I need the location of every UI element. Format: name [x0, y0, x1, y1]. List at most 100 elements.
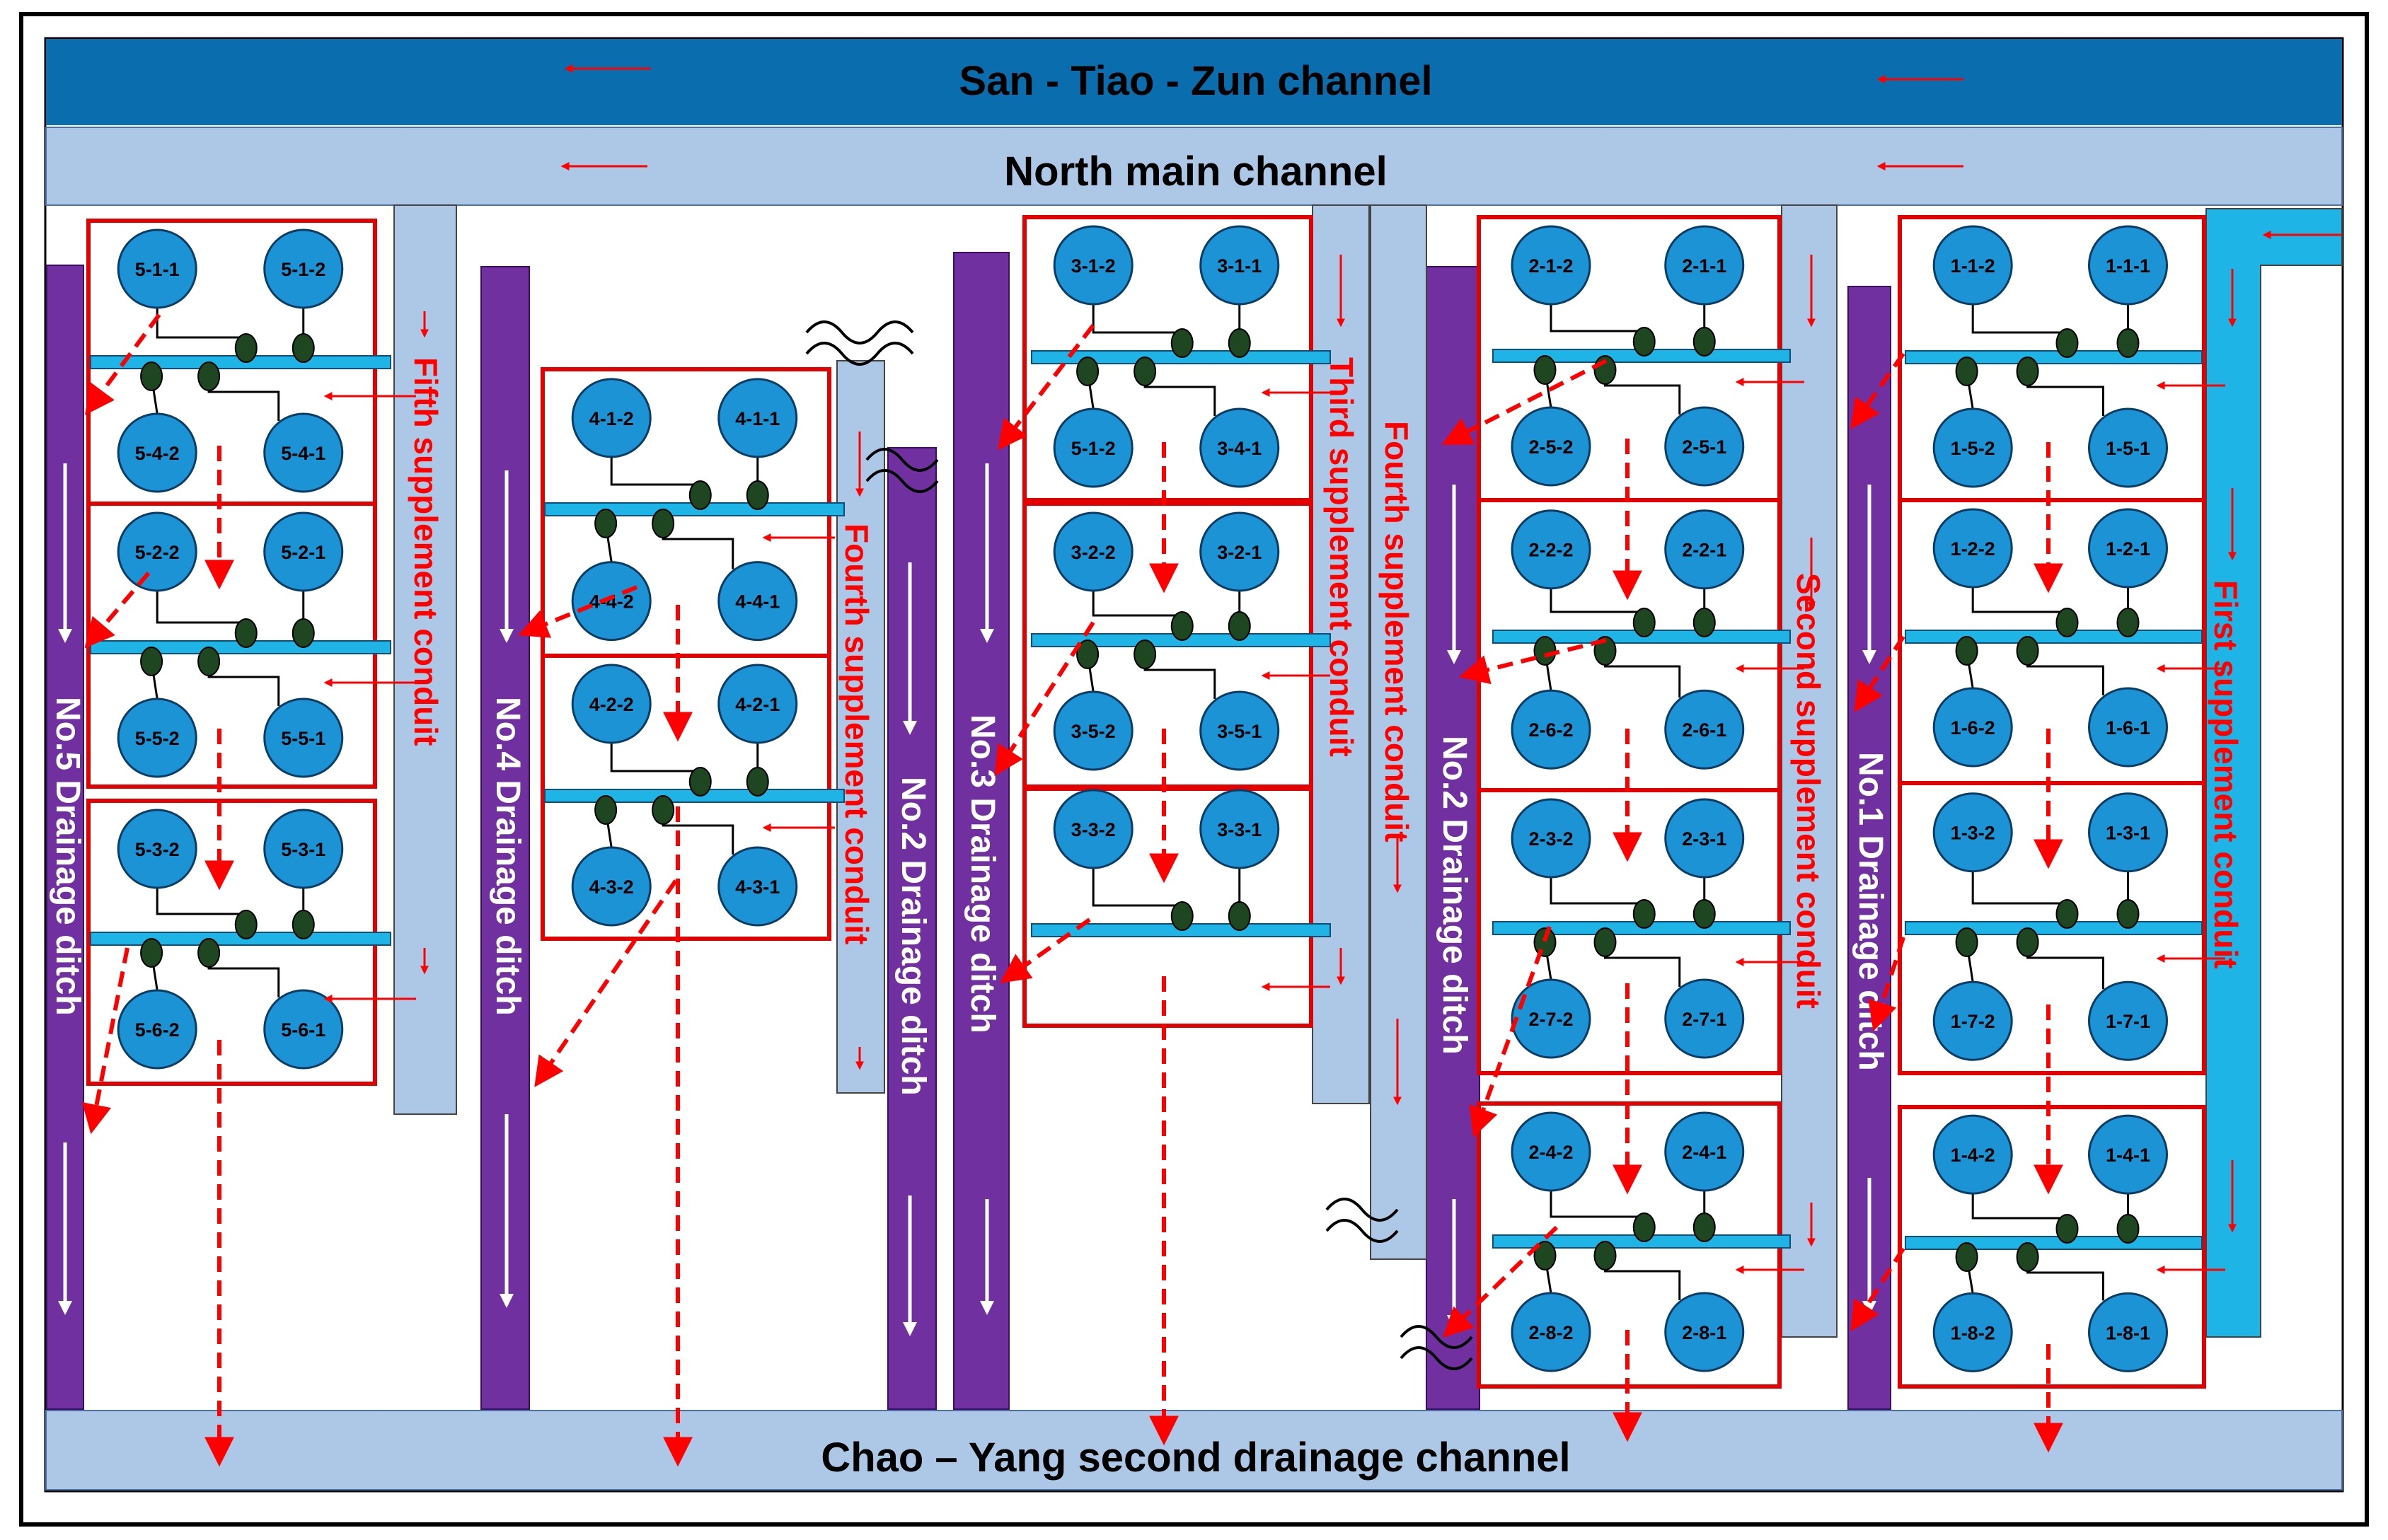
drainage-flow-arrow — [84, 572, 151, 649]
valve — [197, 938, 221, 968]
field-node-label: 3-2-2 — [1071, 542, 1116, 563]
valve — [1076, 639, 1100, 669]
field-node-label: 2-5-1 — [1682, 436, 1726, 458]
field-node-label: 1-4-1 — [2106, 1145, 2150, 1166]
valve — [1632, 327, 1656, 357]
conduit-2-label: Second supplement conduit — [1790, 573, 1827, 1009]
connector-line — [1971, 871, 2068, 914]
field-node-label: 5-1-2 — [281, 259, 325, 280]
connector-line — [156, 591, 248, 633]
valve — [1533, 355, 1557, 385]
connector-line — [1092, 304, 1184, 343]
connector-line — [610, 743, 702, 782]
field-node-label: 4-3-2 — [589, 876, 634, 898]
field-node — [1053, 511, 1134, 592]
inner-frame — [44, 37, 2344, 1493]
field-node — [1664, 509, 1745, 590]
field-node — [1199, 511, 1280, 592]
field-node — [1932, 980, 2013, 1061]
valve — [2116, 899, 2140, 929]
connector-line — [662, 810, 734, 855]
channel-flow-arrows — [560, 64, 1963, 170]
field-node — [117, 228, 197, 309]
north-main-channel-label: North main channel — [1004, 149, 1387, 195]
ditch-5-label: No.5 Drainage ditch — [49, 697, 86, 1016]
field-node-label: 1-6-1 — [2106, 717, 2150, 739]
field-node-label: 2-6-1 — [1682, 719, 1726, 741]
valve — [2016, 927, 2039, 957]
valve — [1955, 636, 1978, 666]
field-node-label: 5-5-2 — [135, 728, 180, 749]
field-node-label: 3-1-2 — [1071, 255, 1116, 277]
field-node — [1664, 225, 1745, 306]
field-node-label: 1-7-2 — [1951, 1011, 1995, 1032]
connector-line — [207, 953, 280, 997]
connector-line — [662, 523, 734, 569]
conduit-5-label: Fifth supplement conduit — [408, 357, 444, 746]
field-node — [717, 561, 798, 642]
field-node-label: 5-4-2 — [135, 443, 180, 464]
drainage-flow-arrow — [1469, 925, 1552, 1137]
field-node — [2088, 1114, 2168, 1195]
valve — [1533, 636, 1557, 666]
valve — [234, 333, 258, 363]
field-node — [1053, 225, 1134, 306]
valve — [1955, 357, 1978, 386]
field-node — [117, 697, 197, 778]
field-node-label: 4-2-2 — [589, 694, 634, 715]
field-node-label: 5-4-1 — [281, 443, 325, 464]
field-node — [717, 664, 798, 744]
valve — [594, 795, 618, 825]
flow-arrows — [81, 231, 2342, 1467]
connector-line — [1143, 371, 1216, 416]
chao-yang-drainage-channel-label: Chao – Yang second drainage channel — [821, 1435, 1570, 1481]
field-node — [263, 511, 344, 592]
field-node — [1664, 1111, 1745, 1192]
connector-line — [1971, 1193, 2068, 1229]
connector-line — [1604, 370, 1681, 415]
field-node-label: 5-1-1 — [135, 259, 180, 280]
field-node — [2088, 225, 2168, 306]
san-tiao-zun-channel — [46, 39, 2342, 125]
field-node-label: 1-4-2 — [1951, 1145, 1995, 1166]
field-block-5a: 5-1-1 5-1-2 5-4-2 5-4-1 — [86, 219, 391, 506]
drainage-flow-arrow — [534, 879, 678, 1087]
field-node-label: 2-2-2 — [1528, 540, 1573, 561]
field-node — [2088, 792, 2168, 873]
ditch-4-label: No.4 Drainage ditch — [489, 697, 526, 1016]
field-node-label: 4-4-2 — [589, 591, 634, 613]
break-marks — [805, 320, 1473, 1370]
field-node — [263, 809, 344, 889]
field-node — [263, 989, 344, 1070]
field-node — [2088, 1292, 2168, 1372]
field-node — [1511, 1292, 1591, 1372]
field-node-label: 1-8-1 — [2106, 1322, 2150, 1343]
field-node — [117, 511, 197, 592]
connector-line — [207, 661, 280, 706]
drainage-flow-arrow — [81, 947, 129, 1135]
valve — [1533, 1241, 1557, 1270]
conduit-3-label: Third supplement conduit — [1323, 357, 1360, 757]
field-node — [2088, 508, 2168, 589]
field-node — [717, 378, 798, 458]
field-node-label: 2-5-2 — [1528, 436, 1573, 458]
drainage-flow-arrow — [518, 585, 638, 638]
block-frame — [1022, 787, 1313, 1028]
field-node-label: 5-6-2 — [135, 1019, 180, 1041]
lateral-pipe — [1905, 921, 2203, 935]
field-node-label: 2-4-1 — [1682, 1142, 1726, 1163]
field-node-label: 3-3-2 — [1071, 819, 1116, 840]
valve — [2116, 328, 2140, 358]
field-node-label: 3-3-1 — [1217, 819, 1262, 840]
field-node — [2088, 407, 2168, 488]
field-node — [1511, 406, 1591, 487]
